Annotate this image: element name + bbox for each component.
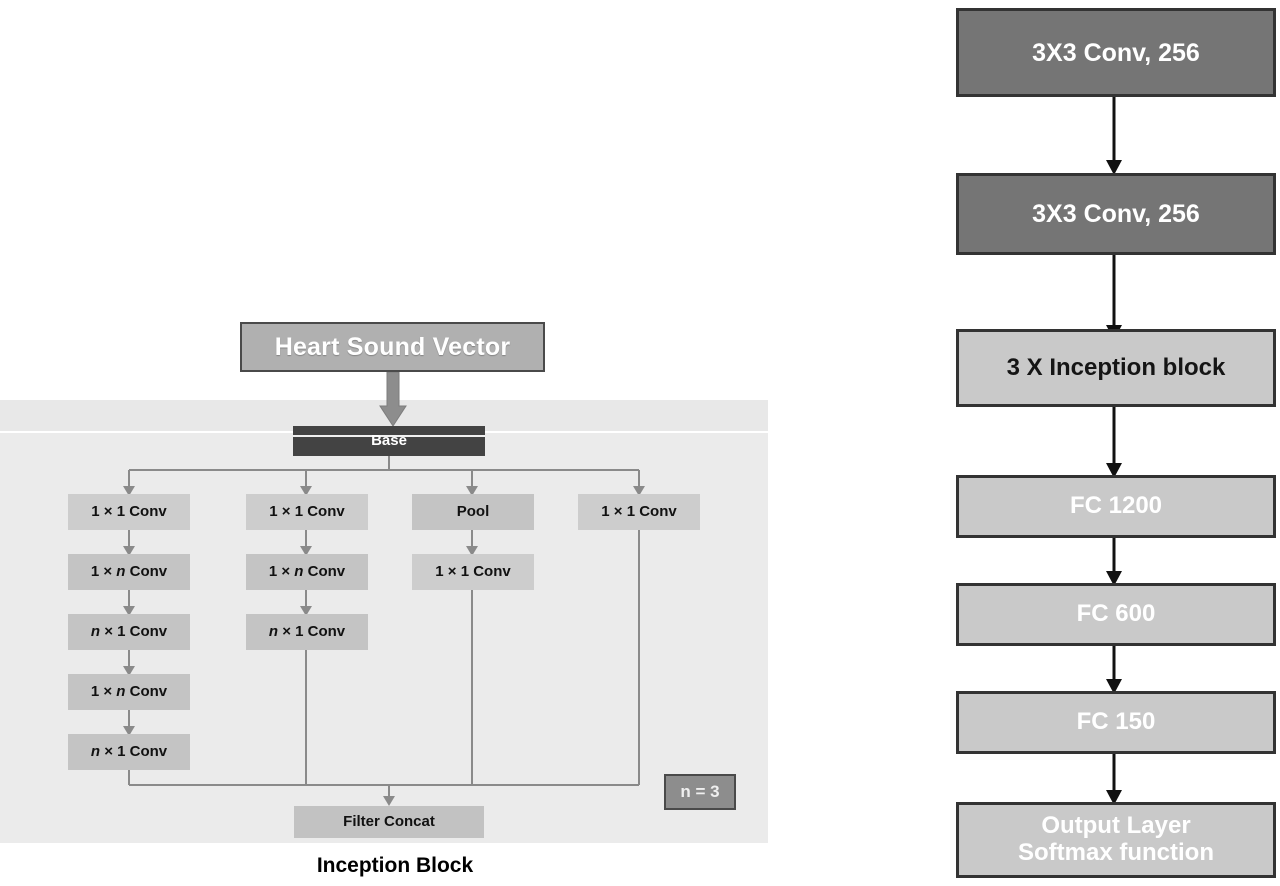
- pipeline-stage-2-label: 3 X Inception block: [1006, 353, 1226, 381]
- pipeline-stage-2[interactable]: 3 X Inception block: [956, 329, 1276, 407]
- pipeline-stage-5[interactable]: FC 150: [956, 691, 1276, 754]
- base-label: Base: [371, 431, 407, 449]
- n-value-label: n = 3: [680, 782, 720, 802]
- branch-2-node-2[interactable]: n × 1 Conv: [246, 614, 368, 650]
- branch-1-node-4[interactable]: n × 1 Conv: [68, 734, 190, 770]
- pipeline-stage-4-label: FC 600: [1076, 600, 1156, 628]
- branch-1-node-0[interactable]: 1 × 1 Conv: [68, 494, 190, 530]
- branch-4-node-0[interactable]: 1 × 1 Conv: [578, 494, 700, 530]
- filter-concat-box[interactable]: Filter Concat: [294, 806, 484, 838]
- branch-1-node-1[interactable]: 1 × n Conv: [68, 554, 190, 590]
- branch-2-node-2-label: n × 1 Conv: [268, 622, 346, 640]
- branch-3-node-1-label: 1 × 1 Conv: [435, 562, 511, 580]
- pipeline-stage-3-label: FC 1200: [1069, 492, 1163, 520]
- n-value-badge: n = 3: [664, 774, 736, 810]
- pipeline-output-line-2: Softmax function: [1018, 839, 1214, 866]
- branch-1-node-0-label: 1 × 1 Conv: [91, 502, 167, 520]
- branch-4-node-0-label: 1 × 1 Conv: [601, 502, 677, 520]
- branch-3-node-0-label: Pool: [456, 502, 490, 520]
- branch-1-node-2[interactable]: n × 1 Conv: [68, 614, 190, 650]
- branch-2-node-0[interactable]: 1 × 1 Conv: [246, 494, 368, 530]
- pipeline-stage-1-label: 3X3 Conv, 256: [1032, 200, 1200, 228]
- branch-2-node-1[interactable]: 1 × n Conv: [246, 554, 368, 590]
- pipeline-stage-0-label: 3X3 Conv, 256: [1032, 38, 1200, 67]
- pipeline-output-line-1: Output Layer: [1041, 812, 1191, 840]
- heart-sound-vector-label: Heart Sound Vector: [274, 333, 511, 361]
- branch-1-node-1-label: 1 × n Conv: [90, 562, 168, 580]
- branch-1-node-2-label: n × 1 Conv: [90, 622, 168, 640]
- branch-2-node-1-label: 1 × n Conv: [268, 562, 346, 580]
- filter-concat-label: Filter Concat: [343, 812, 435, 830]
- base-bar[interactable]: Base: [293, 426, 485, 456]
- branch-3-node-1[interactable]: 1 × 1 Conv: [412, 554, 534, 590]
- figure-caption: Inception Block: [240, 852, 550, 880]
- figure-caption-label: Inception Block: [316, 854, 474, 878]
- branch-2-node-0-label: 1 × 1 Conv: [269, 502, 345, 520]
- pipeline-stage-3[interactable]: FC 1200: [956, 475, 1276, 538]
- branch-1-node-3-label: 1 × n Conv: [90, 682, 168, 700]
- heart-sound-vector-to-base-arrow: [379, 372, 407, 427]
- branch-1-node-3[interactable]: 1 × n Conv: [68, 674, 190, 710]
- pipeline-stage-4[interactable]: FC 600: [956, 583, 1276, 646]
- pipeline-output-stage[interactable]: Output Layer Softmax function: [956, 802, 1276, 878]
- branch-3-node-0[interactable]: Pool: [412, 494, 534, 530]
- heart-sound-vector-box[interactable]: Heart Sound Vector: [240, 322, 545, 372]
- pipeline-stage-0[interactable]: 3X3 Conv, 256: [956, 8, 1276, 97]
- pipeline-stage-5-label: FC 150: [1076, 708, 1156, 736]
- branch-1-node-4-label: n × 1 Conv: [90, 742, 168, 760]
- pipeline-stage-1[interactable]: 3X3 Conv, 256: [956, 173, 1276, 255]
